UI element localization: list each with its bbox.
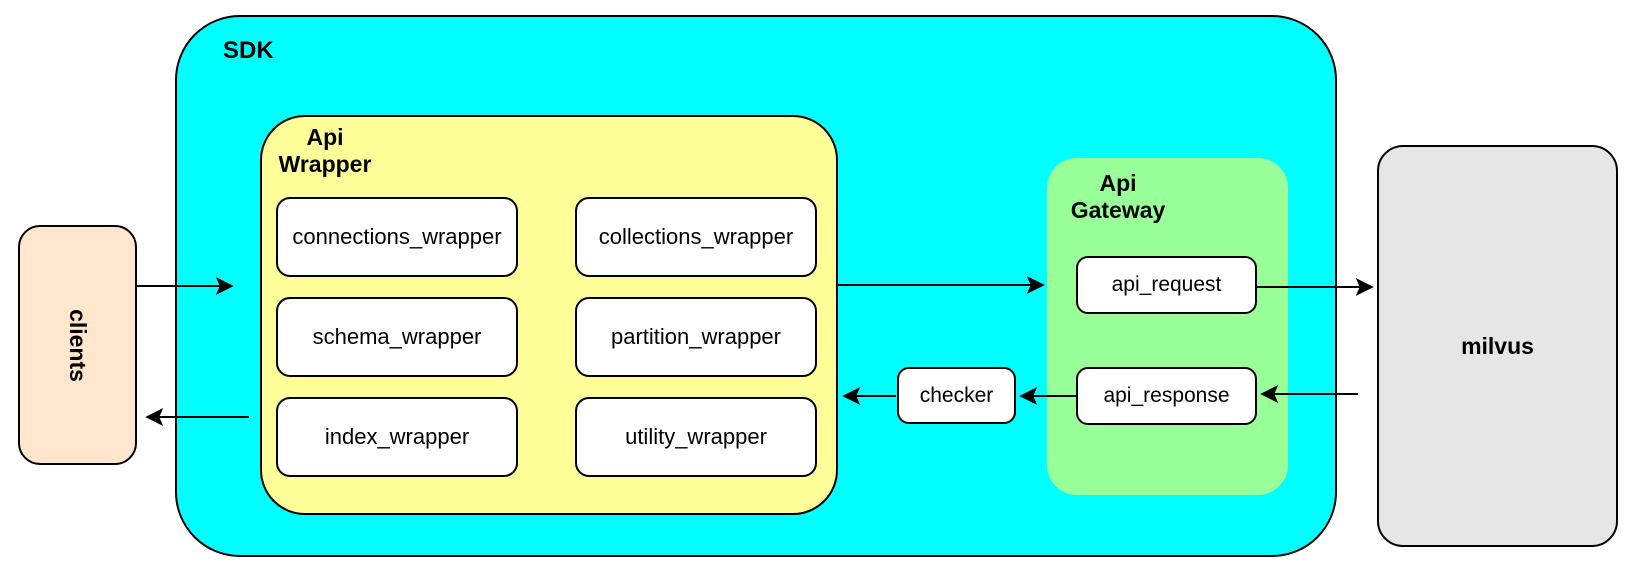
checker-label: checker xyxy=(919,383,994,407)
module-partition-wrapper: partition_wrapper xyxy=(575,297,817,377)
api-request-node: api_request xyxy=(1076,256,1257,314)
module-collections-wrapper: collections_wrapper xyxy=(575,197,817,277)
clients-node: clients xyxy=(18,225,137,465)
module-label: utility_wrapper xyxy=(625,424,767,449)
module-schema-wrapper: schema_wrapper xyxy=(276,297,518,377)
module-label: index_wrapper xyxy=(324,424,470,449)
milvus-node: milvus xyxy=(1377,145,1618,547)
checker-node: checker xyxy=(897,367,1016,424)
milvus-label: milvus xyxy=(1461,332,1534,359)
module-label: schema_wrapper xyxy=(312,324,482,349)
clients-label: clients xyxy=(65,308,91,382)
module-label: collections_wrapper xyxy=(598,224,794,249)
module-connections-wrapper: connections_wrapper xyxy=(276,197,518,277)
api-response-node: api_response xyxy=(1076,367,1257,425)
api-response-label: api_response xyxy=(1103,384,1230,407)
api-gateway-container: Api Gateway xyxy=(1047,158,1288,495)
api-request-label: api_request xyxy=(1111,273,1222,296)
api-gateway-label: Api Gateway xyxy=(1070,170,1166,223)
module-utility-wrapper: utility_wrapper xyxy=(575,397,817,477)
module-label: connections_wrapper xyxy=(292,224,502,249)
sdk-label: SDK xyxy=(223,37,274,64)
module-label: partition_wrapper xyxy=(611,324,781,349)
api-wrapper-label: Api Wrapper xyxy=(278,124,372,177)
module-index-wrapper: index_wrapper xyxy=(276,397,518,477)
